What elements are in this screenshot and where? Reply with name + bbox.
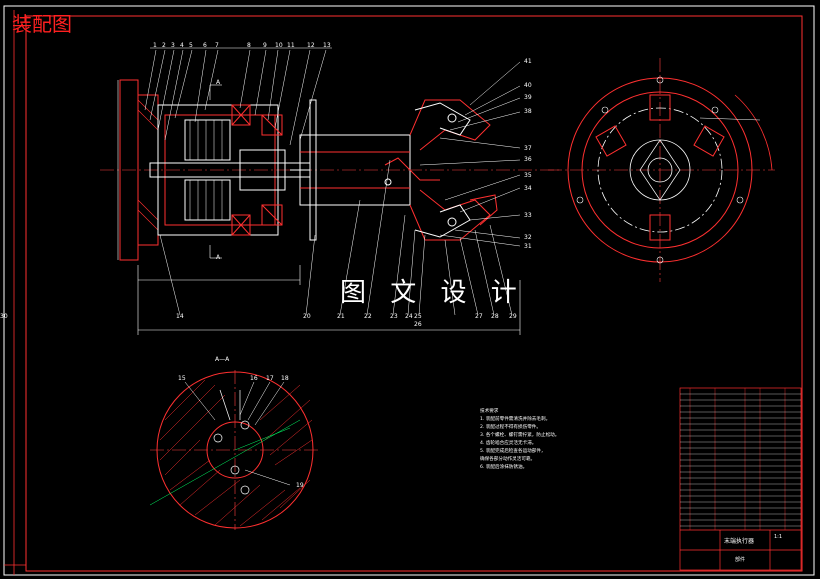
notes-line: 6. 装配后涂抹防锈油。 [480, 465, 528, 470]
end-view [548, 58, 775, 282]
section-arrow-top: A [216, 79, 221, 86]
callout-right: 40 [524, 82, 532, 89]
section-label: A—A [215, 356, 230, 363]
drawing-name: 末端执行器 [724, 538, 755, 545]
drawing-category: 部件 [735, 557, 746, 563]
outer-border [3, 5, 815, 576]
callout-top: 9 [263, 42, 267, 49]
callout-bottom: 27 [475, 313, 483, 320]
callout-section: 17 [266, 375, 274, 382]
callout-top: 4 [180, 42, 184, 49]
callout-bottom: 23 [390, 313, 398, 320]
callout-right: 39 [524, 94, 532, 101]
notes-line: 1. 装配前零件需清洗并除去毛刺。 [480, 417, 551, 422]
callout-bottom: 29 [509, 313, 517, 320]
callout-top: 12 [307, 42, 315, 49]
section-arrow-bottom: A [216, 254, 221, 261]
notes-line: 确保各部分动作灵活可靠。 [480, 457, 536, 462]
inner-border [25, 15, 803, 572]
callout-bottom: 20 [303, 313, 311, 320]
callout-right: 38 [524, 108, 532, 115]
notes-line: 3. 各个螺栓、螺钉需拧紧，防止松动。 [480, 433, 560, 438]
callout-section: 15 [178, 375, 186, 382]
callout-top: 13 [323, 42, 331, 49]
callout-bottom: 25 [414, 313, 422, 320]
notes-line: 5. 装配完成后检查各运动部件， [480, 449, 546, 454]
callout-right: 35 [524, 172, 532, 179]
callout-bottom: 26 [414, 321, 422, 328]
notes-line: 4. 齿轮啮合应灵活无卡滞。 [480, 441, 537, 446]
callout-right: 31 [524, 243, 532, 250]
callout-top: 8 [247, 42, 251, 49]
drawing-title: 装配图 [12, 12, 72, 36]
callout-top: 11 [287, 42, 295, 49]
callout-bottom: 30 [0, 313, 8, 320]
callout-right: 41 [524, 58, 532, 65]
callout-right: 33 [524, 212, 532, 219]
callout-right: 37 [524, 145, 532, 152]
title-block-rows [680, 393, 801, 527]
callout-top: 1 [153, 42, 157, 49]
notes-line: 2. 装配过程不得有损伤零件。 [480, 425, 541, 430]
callout-top: 2 [162, 42, 166, 49]
section-view [149, 370, 320, 530]
notes-heading: 技术要求 [480, 409, 499, 414]
callout-right: 36 [524, 156, 532, 163]
callout-right: 32 [524, 234, 532, 241]
callout-top: 5 [189, 42, 193, 49]
watermark: 图 文 设 计 [340, 278, 525, 308]
callout-section: 16 [250, 375, 258, 382]
technical-notes: 技术要求 1. 装配前零件需清洗并除去毛刺。 2. 装配过程不得有损伤零件。 3… [480, 408, 559, 472]
callout-bottom: 21 [337, 313, 345, 320]
callout-bottom: 28 [491, 313, 499, 320]
callout-section: 19 [296, 482, 304, 489]
callout-top: 7 [215, 42, 219, 49]
callout-bottom: 24 [405, 313, 413, 320]
callout-bottom: 22 [364, 313, 372, 320]
callout-section: 18 [281, 375, 289, 382]
callout-top: 3 [171, 42, 175, 49]
callout-top: 10 [275, 42, 283, 49]
callout-bottom: 14 [176, 313, 184, 320]
main-view [100, 47, 560, 335]
callout-right: 34 [524, 185, 532, 192]
callout-top: 6 [203, 42, 207, 49]
title-block [679, 387, 802, 571]
drawing-scale: 1:1 [774, 534, 783, 540]
